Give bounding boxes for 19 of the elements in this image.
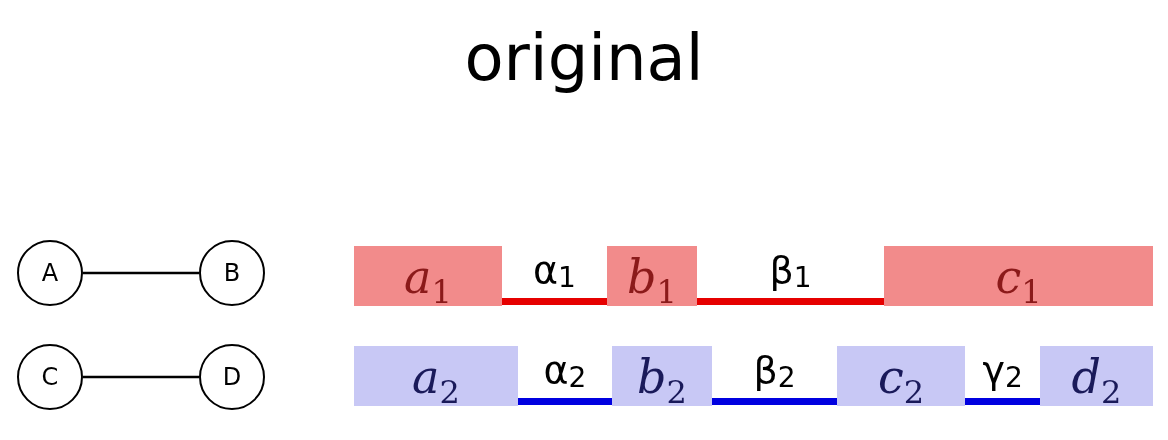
segment-block: a$_{1}$ [354, 246, 502, 306]
segment-block: c$_{2}$ [837, 346, 965, 406]
title: original [464, 20, 704, 97]
segment-label: β$_{1}$ [769, 248, 812, 296]
segment-block: a$_{2}$ [354, 346, 518, 406]
segment-label: β$_{2}$ [753, 348, 796, 396]
segment-label: α$_{1}$ [533, 248, 576, 296]
connector-line [83, 271, 199, 275]
segment-block: b$_{2}$ [612, 346, 712, 406]
connector-line [83, 375, 199, 379]
node-circle: D [199, 344, 265, 410]
segment-block: d$_{2}$ [1040, 346, 1153, 406]
node-circle: C [17, 344, 83, 410]
segment-block: b$_{1}$ [607, 246, 697, 306]
segment-label: γ$_{2}$ [982, 348, 1023, 396]
segment-label: α$_{2}$ [543, 348, 587, 396]
node-circle: A [17, 240, 83, 306]
segment-block: c$_{1}$ [884, 246, 1153, 306]
node-circle: B [199, 240, 265, 306]
